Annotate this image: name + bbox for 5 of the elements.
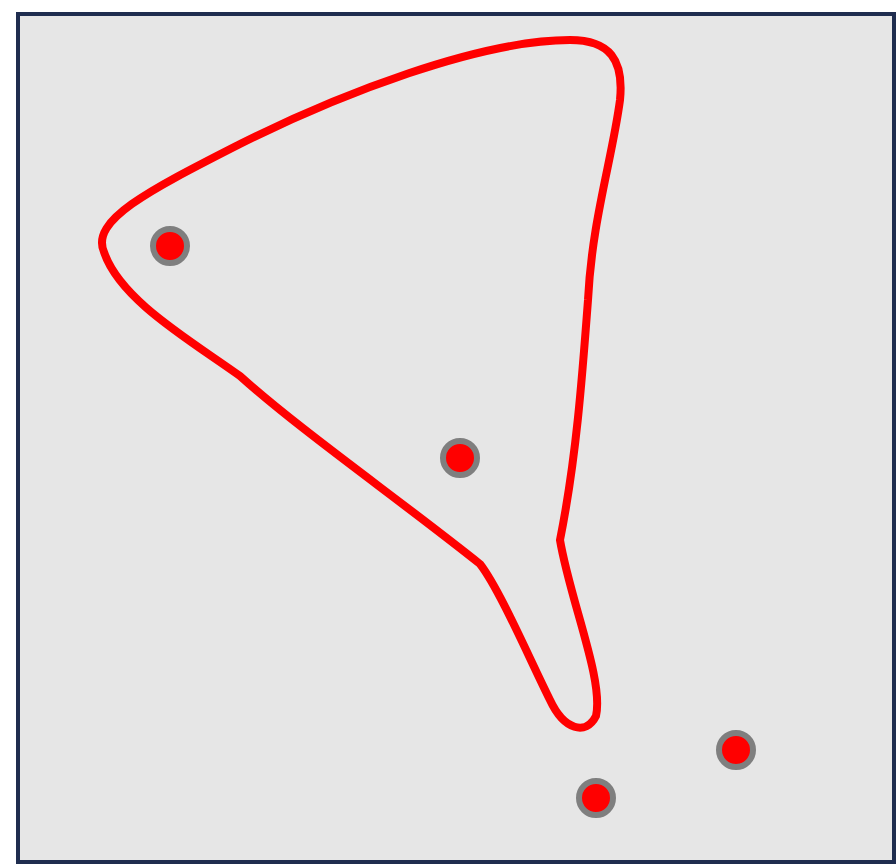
dot xyxy=(440,438,480,478)
closed-curve xyxy=(98,36,625,732)
dot xyxy=(150,226,190,266)
dot xyxy=(716,730,756,770)
dot xyxy=(576,778,616,818)
